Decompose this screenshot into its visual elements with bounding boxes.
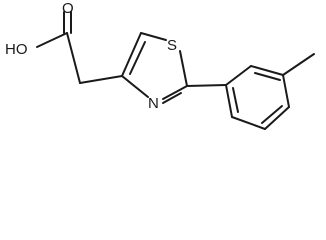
atom-label-carbonyl-oxygen: O	[62, 0, 74, 17]
bond-ring-a6-a1	[225, 84, 233, 118]
bond-c2-n-double	[162, 92, 182, 104]
bond-ring-a2-a3-double	[254, 72, 281, 81]
bond-c4-c5	[121, 32, 142, 77]
bond-ring-a4-a5-double	[261, 105, 283, 124]
bond-carbonyl-ho	[36, 32, 68, 48]
bond-c2-n	[162, 85, 188, 100]
bond-ring-a5-a6	[231, 116, 266, 130]
bond-s-c2	[179, 50, 188, 87]
atom-label-nitrogen: N	[148, 95, 159, 112]
bond-c4-c5-double	[129, 41, 146, 75]
bond-c2-phenyl	[186, 84, 227, 87]
atom-label-sulfur: S	[167, 37, 177, 54]
molecule-structure-diagram: O HO S N	[5, 0, 315, 130]
bond-ring-a4-a5	[264, 106, 290, 130]
atom-label-hydroxyl: HO	[5, 41, 28, 58]
bond-ring-a6-a1-double	[232, 87, 239, 113]
bond-ring-a3-a4	[282, 74, 290, 108]
bond-carbonyl-ch2	[66, 32, 81, 84]
bond-n-c4	[121, 75, 149, 98]
bond-ch2-c4	[79, 75, 123, 84]
bond-ring-a2-a3	[250, 65, 284, 76]
bond-c5-s	[140, 32, 167, 41]
bond-methyl	[282, 53, 315, 76]
bond-ring-a1-a2	[225, 65, 252, 86]
